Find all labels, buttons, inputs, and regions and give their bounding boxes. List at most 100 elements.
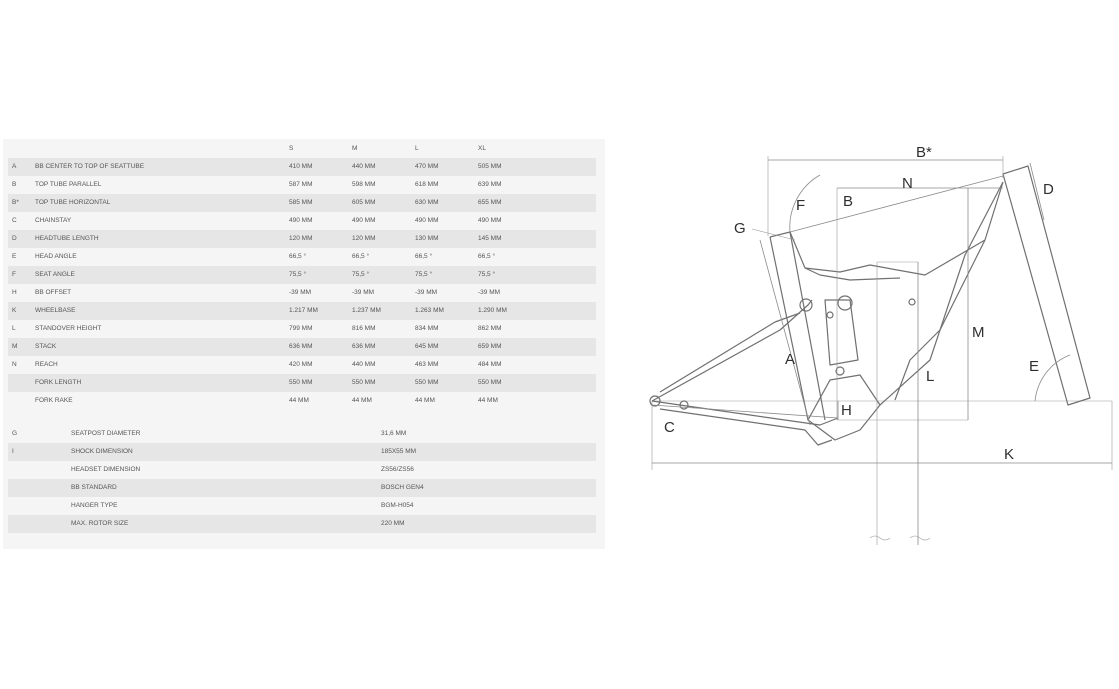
row-value: 440 MM xyxy=(352,361,376,368)
pivot-upper xyxy=(799,298,813,312)
shock-mount xyxy=(824,299,859,366)
spec-value: 220 MM xyxy=(381,520,405,527)
down-tube-inner xyxy=(894,239,986,401)
row-name: STACK xyxy=(35,343,57,350)
dim-d xyxy=(1029,162,1045,221)
row-value: 420 MM xyxy=(289,361,313,368)
label-c: C xyxy=(664,419,675,436)
spec-value: BGM-H054 xyxy=(381,502,414,509)
row-code: E xyxy=(12,253,17,260)
column-header-m: M xyxy=(352,145,358,152)
row-value: 587 MM xyxy=(289,181,313,188)
row-value: 816 MM xyxy=(352,325,376,332)
row-value: 66,5 ° xyxy=(289,253,307,260)
spec-name: SHOCK DIMENSION xyxy=(71,448,133,455)
dropout-pivot xyxy=(679,400,689,410)
row-value: 550 MM xyxy=(415,379,439,386)
label-d: D xyxy=(1043,181,1054,198)
row-value: 490 MM xyxy=(478,217,502,224)
row-name: FORK RAKE xyxy=(35,397,73,404)
row-value: 1.217 MM xyxy=(289,307,318,314)
spec-name: SEATPOST DIAMETER xyxy=(71,430,141,437)
row-code: F xyxy=(12,271,16,278)
row-value: 66,5 ° xyxy=(352,253,370,260)
row-name: FORK LENGTH xyxy=(35,379,82,386)
dim-f-arc xyxy=(789,174,821,233)
row-value: 44 MM xyxy=(478,397,498,404)
seat-stay-inner xyxy=(659,312,801,393)
label-b: B xyxy=(843,193,853,210)
row-value: 75,5 ° xyxy=(478,271,496,278)
row-value: 44 MM xyxy=(352,397,372,404)
row-value: 659 MM xyxy=(478,343,502,350)
spec-row: HANGER TYPE BGM-H054 xyxy=(8,497,596,515)
bb-pivot xyxy=(835,366,845,376)
label-m: M xyxy=(972,324,985,341)
spec-name: MAX. ROTOR SIZE xyxy=(71,520,129,527)
row-value: 639 MM xyxy=(478,181,502,188)
row-value: 470 MM xyxy=(415,163,439,170)
top-tube-lower xyxy=(804,267,901,281)
column-header-xl: XL xyxy=(478,145,486,152)
row-value: 605 MM xyxy=(352,199,376,206)
label-k: K xyxy=(1004,446,1014,463)
spec-value: 185X55 MM xyxy=(381,448,417,455)
row-value: 66,5 ° xyxy=(415,253,433,260)
spec-name: HANGER TYPE xyxy=(71,502,118,509)
row-code: H xyxy=(12,289,17,296)
spec-row: MAX. ROTOR SIZE 220 MM xyxy=(8,515,596,533)
row-value: 120 MM xyxy=(289,235,313,242)
row-value: 44 MM xyxy=(415,397,435,404)
dim-b xyxy=(789,175,1004,233)
table-header-row: S M L XL xyxy=(8,140,596,158)
row-name: BB OFFSET xyxy=(35,289,72,296)
row-value: 1.290 MM xyxy=(478,307,507,314)
row-name: HEADTUBE LENGTH xyxy=(35,235,99,242)
row-value: 550 MM xyxy=(478,379,502,386)
row-name: SEAT ANGLE xyxy=(35,271,75,278)
row-value: 505 MM xyxy=(478,163,502,170)
row-code: C xyxy=(12,217,17,224)
top-tube xyxy=(789,181,1004,276)
row-name: TOP TUBE PARALLEL xyxy=(35,181,102,188)
row-name: WHEELBASE xyxy=(35,307,76,314)
row-value: 550 MM xyxy=(352,379,376,386)
row-value: 636 MM xyxy=(352,343,376,350)
down-tube xyxy=(879,181,1004,406)
row-value: 1.263 MM xyxy=(415,307,444,314)
label-e: E xyxy=(1029,358,1039,375)
column-header-l: L xyxy=(415,145,419,152)
row-value: 1.237 MM xyxy=(352,307,381,314)
spec-code: G xyxy=(12,430,18,437)
pivot-small xyxy=(826,311,834,319)
row-name: TOP TUBE HORIZONTAL xyxy=(35,199,111,206)
pivot-shock xyxy=(837,295,853,311)
row-name: BB CENTER TO TOP OF SEATTUBE xyxy=(35,163,145,170)
row-value: 75,5 ° xyxy=(289,271,307,278)
column-header-s: S xyxy=(289,145,294,152)
spec-value: ZS56/ZS56 xyxy=(381,466,414,473)
row-code: A xyxy=(12,163,17,170)
row-value: 834 MM xyxy=(415,325,439,332)
label-g: G xyxy=(734,220,746,237)
row-value: 145 MM xyxy=(478,235,502,242)
label-f: F xyxy=(796,197,805,214)
row-value: 862 MM xyxy=(478,325,502,332)
row-value: 490 MM xyxy=(289,217,313,224)
g-leader xyxy=(751,228,796,241)
row-value: 440 MM xyxy=(352,163,376,170)
row-value: 484 MM xyxy=(478,361,502,368)
